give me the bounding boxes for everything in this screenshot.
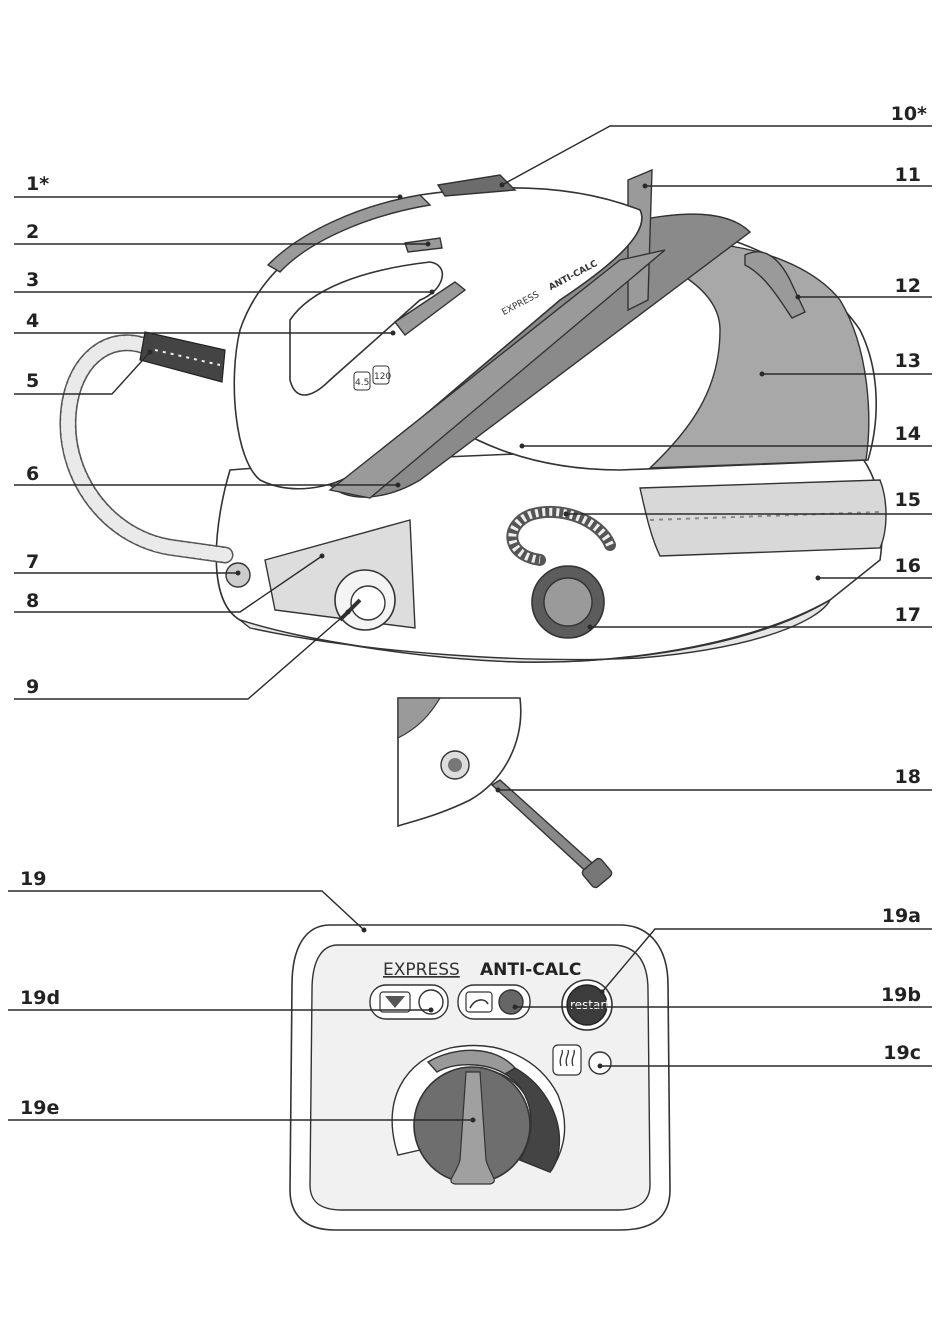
callout-dot-12 [796,295,801,300]
callout-dot-19e [471,1118,476,1123]
callout-dot-2 [426,242,431,247]
callout-dot-19c [598,1064,603,1069]
label-13: 13 [895,350,921,372]
callout-dot-3 [430,290,435,295]
callout-dot-5 [148,350,153,355]
label-17: 17 [895,604,921,626]
callout-dot-19d [429,1008,434,1013]
callout-dot-19a [600,990,605,995]
label-9: 9 [26,676,39,698]
label-3: 3 [26,269,39,291]
label-16: 16 [895,555,921,577]
label-18: 18 [895,766,921,788]
iron-badge-2-text: 120 [374,372,391,382]
callout-dot-11 [643,184,648,189]
control-panel: EXPRESS ANTI-CALC restart [290,925,670,1230]
panel-anticalc-text: ANTI-CALC [480,960,581,980]
callout-dot-16 [816,576,821,581]
cord-storage-band [640,480,886,556]
label-19a: 19a [882,905,921,927]
label-19d: 19d [20,987,60,1009]
label-1: 1* [26,173,49,195]
label-11: 11 [895,164,921,186]
callout-dot-8 [320,554,325,559]
descaling-rod [492,780,600,877]
callout-dot-10 [500,183,505,188]
callout-dot-19 [362,928,367,933]
iron-badge-1-text: 4.5 [355,378,369,388]
anticalc-light[interactable] [499,990,523,1014]
callout-line-10 [502,126,932,185]
cord-guard [140,332,225,382]
callout-dot-15 [564,512,569,517]
callout-dot-18 [496,788,501,793]
label-14: 14 [895,423,921,445]
steam-light[interactable] [589,1052,611,1074]
label-5: 5 [26,370,39,392]
label-19e: 19e [20,1097,59,1119]
detail-valve-core [448,758,462,772]
label-6: 6 [26,463,39,485]
callout-dot-6 [396,483,401,488]
label-15: 15 [895,489,921,511]
label-19: 19 [20,868,46,890]
callout-dot-1 [398,195,403,200]
label-12: 12 [895,275,921,297]
anticalc-icon [466,992,492,1012]
callout-dot-9 [346,610,351,615]
label-10: 10* [891,103,927,125]
callout-dot-17 [588,625,593,630]
label-7: 7 [26,551,39,573]
label-19b: 19b [881,984,921,1006]
callout-dot-7 [236,571,241,576]
detail-inset [398,698,613,889]
callout-dot-19b [513,1005,518,1010]
callout-dot-4 [391,331,396,336]
label-8: 8 [26,590,39,612]
label-4: 4 [26,310,39,332]
label-19c: 19c [883,1042,921,1064]
callout-line-19 [8,891,364,930]
panel-express-text: EXPRESS [383,960,460,980]
restart-button-label: restart [570,998,610,1012]
callout-dot-14 [520,444,525,449]
anti-calc-cap-inner [544,578,592,626]
label-2: 2 [26,221,39,243]
callout-dot-13 [760,372,765,377]
